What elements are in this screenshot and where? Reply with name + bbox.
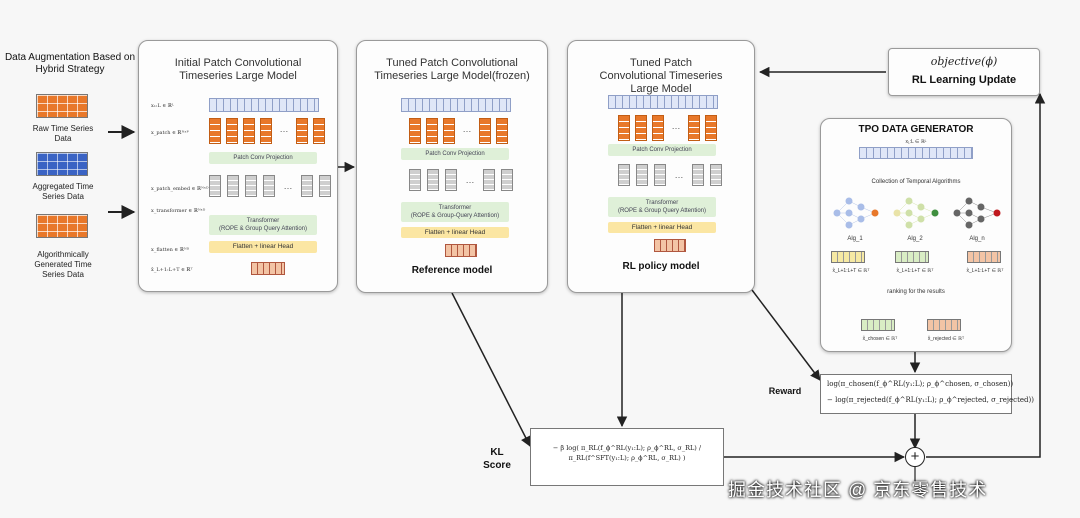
policy-transformer-bar: Transformer (ROPE & Group Query Attentio… bbox=[608, 197, 716, 217]
alg-n-label: Alg_n bbox=[969, 236, 985, 242]
frozen-input-token-row bbox=[401, 98, 511, 112]
policy-flatten-bar: Flatten + linear Head bbox=[608, 222, 716, 233]
initial-model-title: Initial Patch Convolutional Timeseries L… bbox=[174, 57, 302, 82]
label-embed: x_patch_embed ∈ ℝᴺˣᴰ bbox=[151, 186, 209, 192]
tpo-generator-panel: TPO DATA GENERATOR x₁:L ∈ ℝᴸ Collection … bbox=[820, 118, 1012, 352]
policy-embed-row: … bbox=[618, 164, 722, 186]
reward-formula-box: log(π_chosen(f_ϕ^RL(y₁:L); ρ_ϕ^chosen, σ… bbox=[820, 374, 1034, 414]
raw-data-grid-icon bbox=[36, 94, 88, 118]
objective-label: RL Learning Update bbox=[911, 74, 1017, 86]
frozen-model-title: Tuned Patch Convolutional Timeseries Lar… bbox=[374, 57, 530, 82]
input-token-row bbox=[209, 98, 319, 112]
alg-2-output-label: x̂_L+1:L+T ∈ ℝᵀ bbox=[896, 268, 934, 274]
ranking-label: ranking for the results bbox=[887, 289, 945, 295]
policy-model-caption: RL policy model bbox=[622, 261, 700, 272]
frozen-embed-row: … bbox=[409, 169, 513, 191]
alg-2-label: Alg_2 bbox=[907, 236, 923, 242]
kl-label-line-2: Score bbox=[483, 460, 511, 471]
arrow-policy-to-reward bbox=[751, 289, 821, 381]
watermark-text: 掘金技术社区 @ 京东零售技术 bbox=[728, 480, 988, 500]
tpo-collection-label: Collection of Temporal Algorithms bbox=[871, 179, 961, 185]
frozen-model-panel: Tuned Patch Convolutional Timeseries Lar… bbox=[356, 40, 548, 293]
kl-formula: − β log( π_RL(f_ϕ^RL(y₁:L); ρ_ϕ^RL, σ_RL… bbox=[552, 444, 702, 462]
reference-model-caption: Reference model bbox=[411, 265, 493, 276]
frozen-patch-row: … bbox=[409, 118, 508, 144]
label-input: x₁:L ∈ ℝᴸ bbox=[151, 103, 174, 109]
tpo-input-token-row bbox=[859, 147, 973, 159]
rejected-label: x̂_rejected ∈ ℝᵀ bbox=[927, 336, 965, 342]
label-flatten: x_flatten ∈ ℝᴺᴰ bbox=[151, 247, 190, 253]
policy-output-block bbox=[654, 239, 686, 252]
embed-row: … bbox=[209, 175, 331, 197]
initial-model-panel: Initial Patch Convolutional Timeseries L… bbox=[138, 40, 338, 292]
kl-label-line-1: KL bbox=[490, 447, 504, 458]
alg-2-result bbox=[895, 251, 929, 263]
reward-line-1: log(π_chosen(f_ϕ^RL(y₁:L); ρ_ϕ^chosen, σ… bbox=[827, 380, 1014, 388]
kl-label: KL Score bbox=[474, 446, 520, 472]
augmentation-title: Data Augmentation Based on Hybrid Strate… bbox=[4, 52, 136, 75]
policy-transformer-title: Transformer bbox=[645, 200, 679, 206]
alg-n-output-label: x̂_L+1:L+T ∈ ℝᵀ bbox=[966, 268, 1004, 274]
sum-node: + bbox=[905, 447, 925, 467]
raw-data-label: Raw Time Series Data bbox=[32, 124, 94, 143]
aggregated-data-grid-icon bbox=[36, 152, 88, 176]
arrow-reference-to-kl bbox=[451, 292, 531, 447]
frozen-output-block bbox=[445, 244, 477, 257]
frozen-flatten-bar: Flatten + linear Head bbox=[401, 227, 509, 238]
label-output: x̂_L+1:L+T ∈ ℝᵀ bbox=[151, 267, 193, 273]
transformer-sub: (ROPE & Group Query Attention) bbox=[218, 226, 308, 232]
generated-data-grid-icon bbox=[36, 214, 88, 238]
alg-1-output-label: x̂_L+1:L+T ∈ ℝᵀ bbox=[832, 268, 870, 274]
policy-model-panel: Tuned Patch Convolutional Timeseries Lar… bbox=[567, 40, 755, 293]
frozen-patch-conv-bar: Patch Conv Projection bbox=[401, 148, 509, 160]
chosen-result bbox=[861, 319, 895, 331]
flatten-bar: Flatten + linear Head bbox=[209, 241, 317, 253]
policy-patch-row: … bbox=[618, 115, 717, 141]
policy-patch-conv-bar: Patch Conv Projection bbox=[608, 144, 716, 156]
output-block bbox=[251, 262, 285, 275]
label-transformer-out: x_transformer ∈ ℝᴺˣᴰ bbox=[151, 208, 206, 214]
transformer-title: Transformer bbox=[246, 218, 280, 224]
rejected-result bbox=[927, 319, 961, 331]
transformer-bar: Transformer (ROPE & Group Query Attentio… bbox=[209, 215, 317, 235]
aggregated-data-label: Aggregated Time Series Data bbox=[32, 182, 94, 201]
alg-1-label: Alg_1 bbox=[847, 236, 863, 242]
objective-formula: objective(ϕ) bbox=[930, 55, 998, 68]
alg-1-result bbox=[831, 251, 865, 263]
frozen-transformer-bar: Transformer (ROPE & Group-Query Attentio… bbox=[401, 202, 509, 222]
alg-n-network-icon bbox=[953, 197, 1001, 229]
tpo-title: TPO DATA GENERATOR bbox=[858, 124, 974, 135]
tpo-input-label: x₁:L ∈ ℝᴸ bbox=[905, 139, 927, 145]
generated-data-label: Algorithmically Generated Time Series Da… bbox=[34, 250, 92, 279]
reward-label: Reward bbox=[768, 386, 802, 396]
label-patch: x_patch ∈ ℝᴺˣᴾ bbox=[151, 130, 189, 136]
reward-line-2: − log(π_rejected(f_ϕ^RL(y₁:L); ρ_ϕ^rejec… bbox=[827, 396, 1034, 404]
frozen-transformer-sub: (ROPE & Group-Query Attention) bbox=[410, 213, 500, 219]
patch-row: … bbox=[209, 118, 325, 144]
policy-transformer-sub: (ROPE & Group Query Attention) bbox=[617, 208, 707, 214]
policy-input-token-row bbox=[608, 95, 718, 109]
objective-box: objective(ϕ) RL Learning Update bbox=[888, 48, 1040, 96]
alg-1-network-icon bbox=[833, 197, 879, 229]
kl-formula-box: − β log( π_RL(f_ϕ^RL(y₁:L); ρ_ϕ^RL, σ_RL… bbox=[530, 428, 724, 486]
policy-model-title: Tuned Patch Convolutional Timeseries Lar… bbox=[599, 57, 723, 95]
alg-2-network-icon bbox=[893, 197, 939, 229]
patch-conv-bar: Patch Conv Projection bbox=[209, 152, 317, 164]
chosen-label: x̂_chosen ∈ ℝᵀ bbox=[862, 336, 898, 342]
alg-n-result bbox=[967, 251, 1001, 263]
frozen-transformer-title: Transformer bbox=[438, 205, 472, 211]
